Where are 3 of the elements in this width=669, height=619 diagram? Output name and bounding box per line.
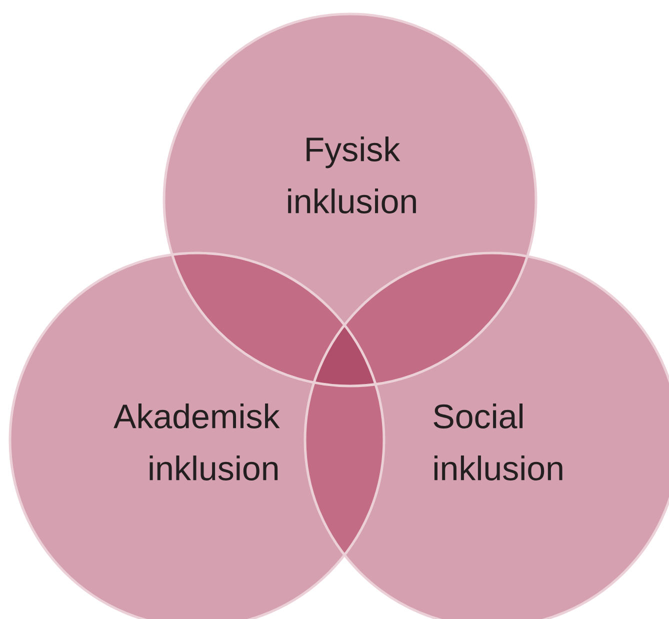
circle-label: Social inklusion	[434, 404, 562, 480]
circle-label: Fysisk inklusion	[288, 136, 416, 214]
circle-label: Akademisk inklusion	[114, 404, 280, 480]
